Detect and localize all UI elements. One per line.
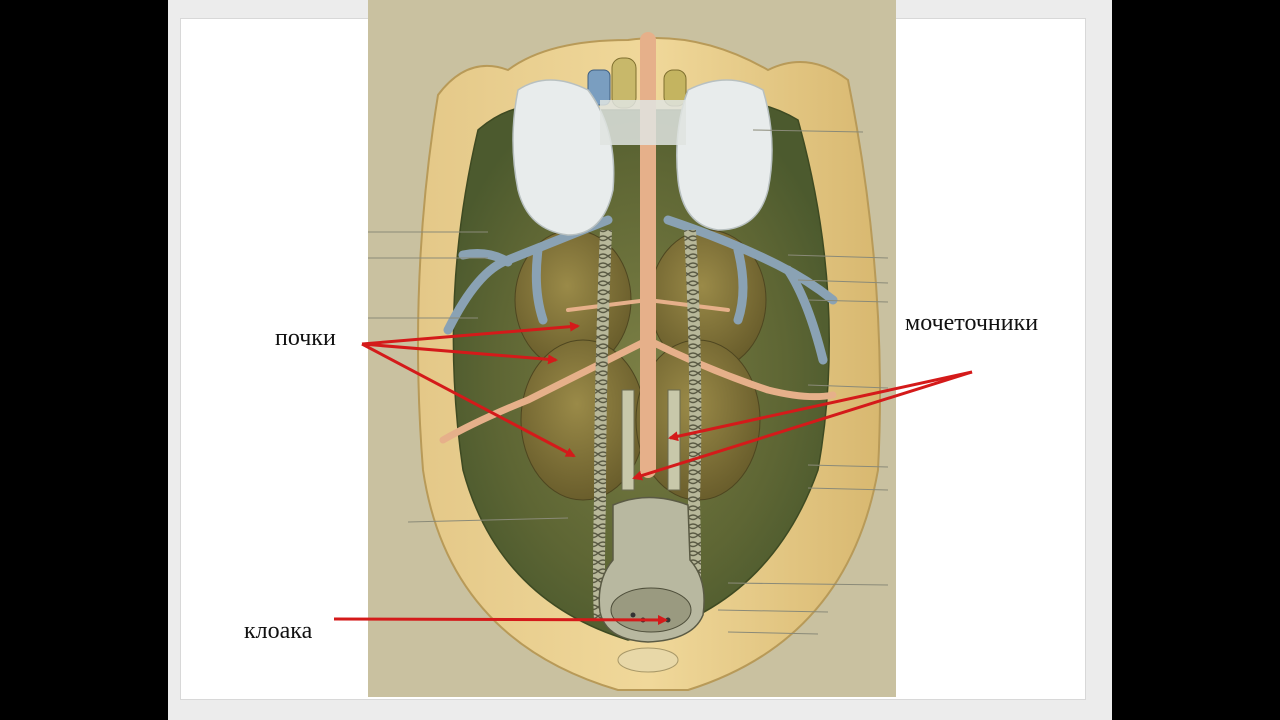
trachea-band [600, 100, 686, 145]
label-ureters: мочеточники [905, 310, 1039, 336]
letterbox-left [0, 0, 168, 720]
vessel-blue [587, 69, 611, 106]
label-kidneys: почки [275, 325, 336, 351]
cloaca-pore-3 [665, 617, 671, 623]
cloaca-pore-1 [630, 612, 636, 618]
anatomical-illustration [368, 0, 896, 697]
renal-veins [443, 215, 838, 365]
lung-left [512, 79, 615, 236]
letterbox-right [1112, 0, 1280, 720]
ureter-left [593, 229, 612, 621]
label-cloaca: клоака [244, 618, 313, 644]
ureter-tube-left [621, 389, 635, 491]
cloaca-pore-2 [640, 617, 646, 623]
ureter-tube-right [667, 389, 681, 491]
lung-right [676, 79, 773, 231]
cloaca-opening [610, 587, 692, 633]
vent [617, 647, 679, 673]
